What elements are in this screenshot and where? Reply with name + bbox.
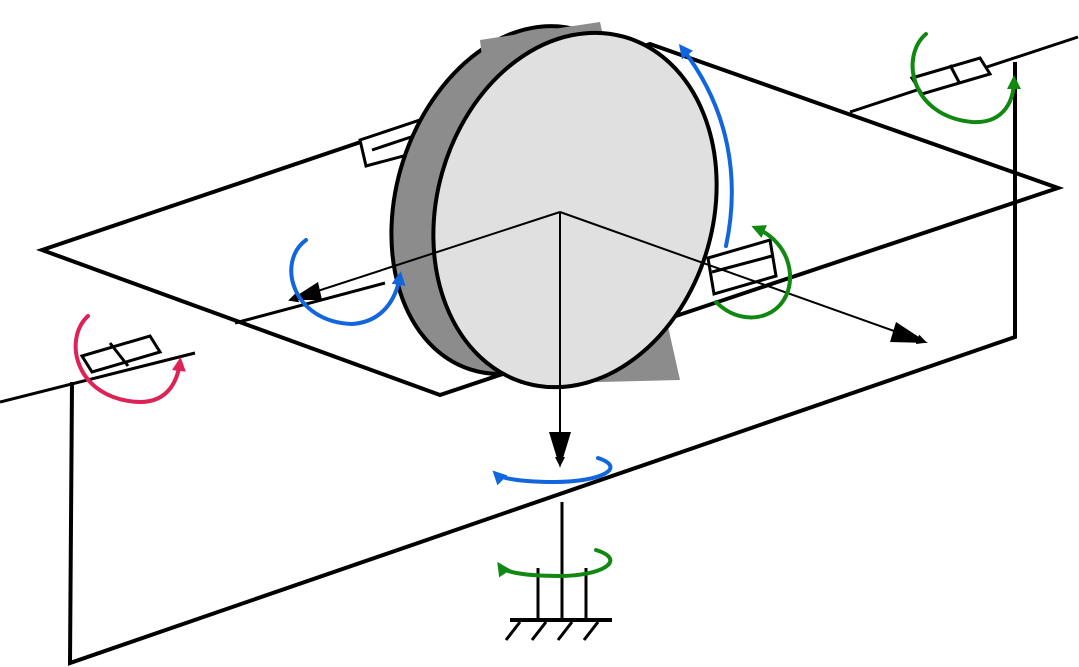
- rotation-arrow-icon: [678, 44, 734, 248]
- rotation-arrow-icon: [714, 225, 793, 320]
- bearing-left: [79, 334, 163, 374]
- axis-arrow-icon: [288, 211, 561, 303]
- rotation-arrow-icon: [497, 548, 613, 579]
- vertical-shaft: [536, 502, 588, 618]
- rotation-arrow-icon: [492, 456, 613, 486]
- bearing-right: [909, 56, 993, 96]
- rotation-arrow-icon: [910, 32, 1021, 125]
- outer-frame: [67, 62, 1017, 666]
- rotation-arrow-icon: [73, 314, 186, 405]
- axis-arrow-icon: [559, 211, 927, 345]
- ground-icon: [504, 618, 612, 641]
- rotor-disk: [389, 22, 719, 390]
- rotation-arrow-icon: [289, 238, 406, 327]
- axes: [288, 211, 928, 468]
- rotation-arrows: [73, 32, 1021, 579]
